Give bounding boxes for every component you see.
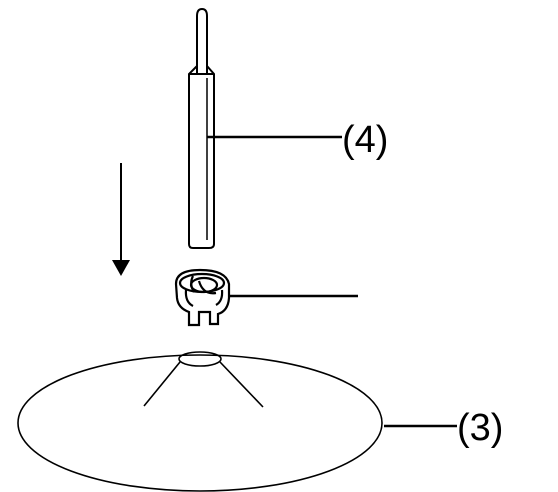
- pin-label: (4): [342, 119, 388, 161]
- plate: [17, 351, 383, 492]
- plate-label: (3): [457, 407, 503, 449]
- down-arrow-icon: [112, 163, 130, 276]
- pin: [188, 7, 215, 249]
- bushing: [174, 268, 231, 327]
